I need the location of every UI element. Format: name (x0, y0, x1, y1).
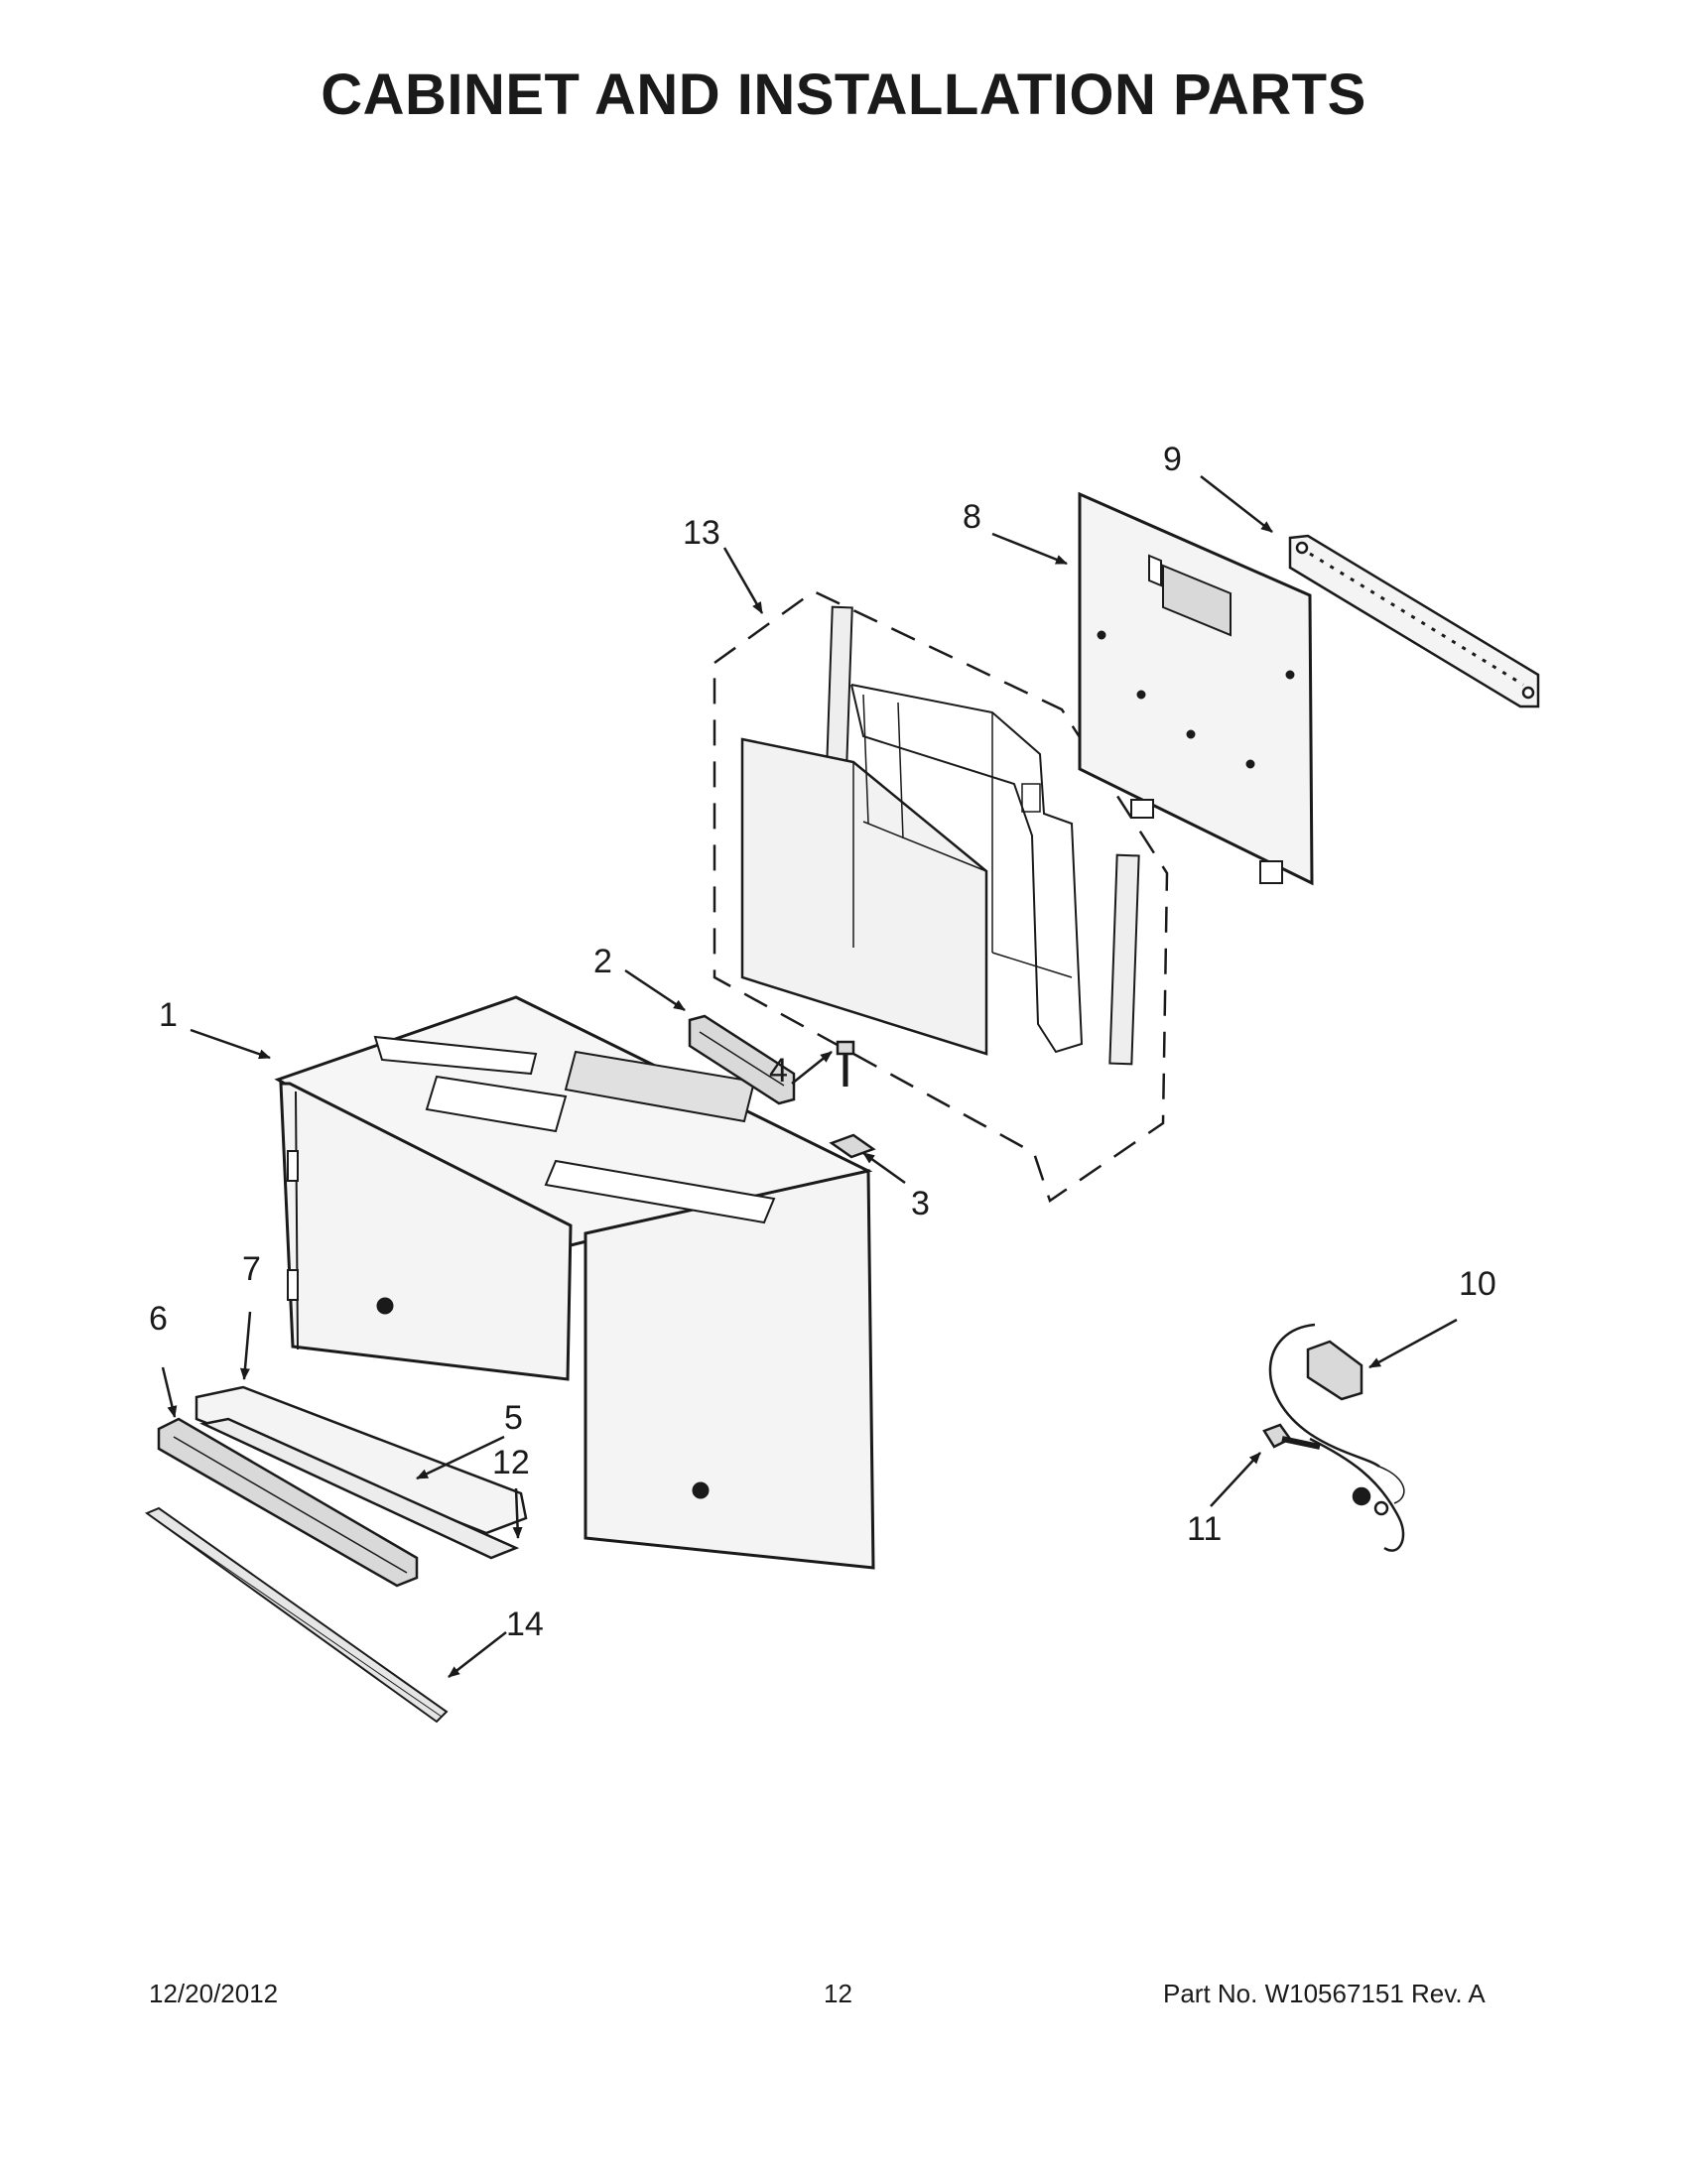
arrow-4 (791, 1051, 833, 1085)
cabinet-hole-front (692, 1481, 710, 1499)
arrow-7 (239, 1311, 252, 1380)
part-5-filter (199, 1417, 520, 1560)
footer-part-number: Part No. W10567151 Rev. A (1163, 1979, 1486, 2008)
callout-7: 7 (242, 1250, 261, 1288)
arrow-13 (722, 547, 764, 614)
part-10-cord-switch (1268, 1323, 1405, 1552)
kit-bracket-frame (850, 684, 1084, 1054)
back-panel-outline (1078, 491, 1314, 886)
page-title: CABINET AND INSTALLATION PARTS (321, 63, 1366, 127)
arrow-6 (161, 1366, 178, 1418)
part-11-bolt (1262, 1423, 1321, 1450)
arrow-1 (190, 1028, 271, 1060)
callout-12: 12 (492, 1444, 530, 1481)
cabinet-front-panel (584, 1169, 875, 1570)
kit-dashed-boundary (713, 589, 1169, 1203)
callout-13: 13 (683, 514, 720, 552)
arrow-2 (624, 968, 686, 1012)
foam-strip-right (1108, 853, 1140, 1066)
part-3-clip (829, 1133, 876, 1159)
kit-flat-panel (740, 737, 988, 1056)
footer-page-number: 12 (824, 1979, 852, 2008)
arrow-11 (1210, 1452, 1261, 1507)
callout-11: 11 (1187, 1510, 1222, 1548)
callout-8: 8 (963, 498, 981, 536)
callout-5: 5 (504, 1399, 523, 1437)
footer-date: 12/20/2012 (149, 1979, 279, 2008)
arrow-9 (1200, 475, 1273, 533)
arrow-8 (991, 532, 1068, 566)
callout-1: 1 (159, 996, 178, 1034)
callout-4: 4 (769, 1052, 788, 1090)
callout-3: 3 (911, 1185, 930, 1222)
callout-14: 14 (506, 1606, 544, 1643)
callout-2: 2 (593, 943, 612, 980)
part-1-cabinet (274, 995, 875, 1570)
part-4-screw (836, 1040, 855, 1087)
callout-labels: 1 2 3 4 5 6 7 8 9 10 11 12 13 14 (149, 441, 1496, 1643)
part-2-bracket (688, 1014, 796, 1105)
part-9-mounting-rail (1288, 534, 1540, 708)
callout-6: 6 (149, 1300, 168, 1338)
arrow-12 (512, 1487, 523, 1539)
part-6-vent-grille (157, 1417, 419, 1588)
arrow-5 (416, 1435, 505, 1480)
arrow-14 (448, 1631, 507, 1678)
part-13-kit-group (713, 589, 1169, 1203)
part-8-back-panel (1078, 491, 1314, 886)
callout-9: 9 (1163, 441, 1182, 478)
cabinet-hole-left (376, 1297, 394, 1315)
arrow-10 (1368, 1318, 1458, 1369)
cabinet-left-side (279, 1082, 573, 1381)
callout-10: 10 (1459, 1265, 1496, 1303)
part-14-trim-strip (144, 1506, 449, 1724)
leader-arrows (161, 475, 1458, 1678)
part-7-grille-frame (195, 1385, 528, 1535)
arrow-3 (862, 1151, 906, 1185)
